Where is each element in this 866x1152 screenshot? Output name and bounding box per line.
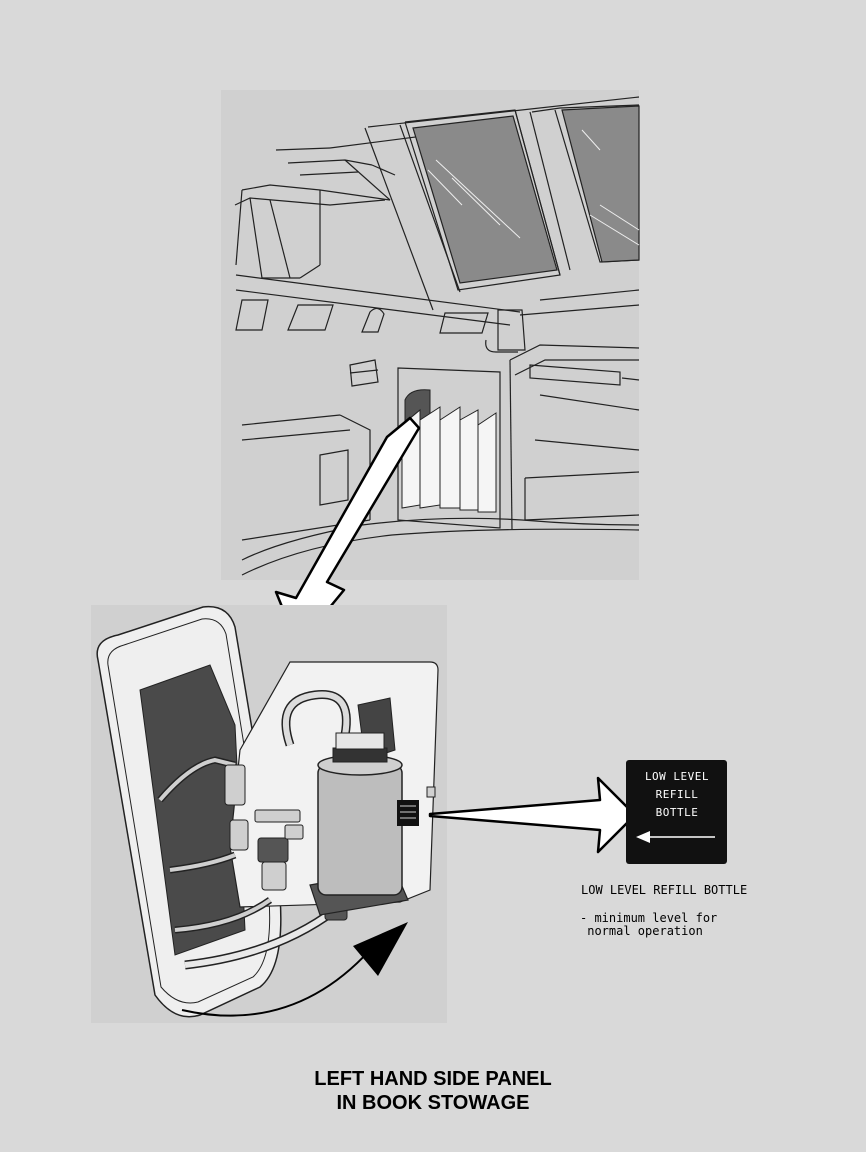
- placard-caption-note: - minimum level for normal operation: [580, 912, 800, 938]
- page-title-line-2: IN BOOK STOWAGE: [0, 1091, 866, 1115]
- bottle-detail-view: [91, 605, 447, 1023]
- placard-line-2: REFILL: [656, 788, 699, 801]
- cockpit-view: [221, 90, 639, 580]
- placard-caption-title: LOW LEVEL REFILL BOTTLE: [581, 883, 747, 897]
- page-title: LEFT HAND SIDE PANEL IN BOOK STOWAGE: [0, 1067, 866, 1115]
- placard-line-3: BOTTLE: [656, 806, 699, 819]
- placard-line-1: LOW LEVEL: [645, 770, 709, 783]
- placard-pointer-arrow-icon: [430, 778, 635, 852]
- low-level-placard: LOW LEVEL REFILL BOTTLE: [626, 760, 727, 864]
- page-title-line-1: LEFT HAND SIDE PANEL: [0, 1067, 866, 1091]
